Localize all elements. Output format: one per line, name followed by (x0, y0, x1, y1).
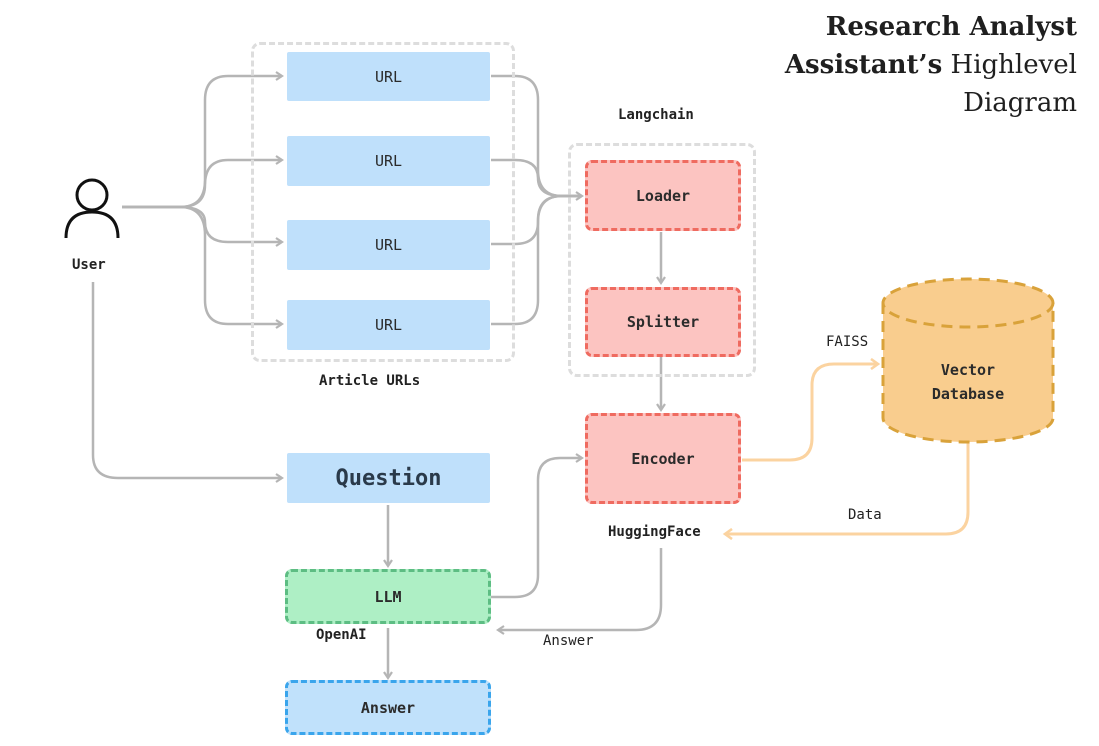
vector-database-line-2: Database (931, 385, 1005, 403)
openai-label: OpenAI (316, 627, 367, 643)
langchain-group (568, 143, 756, 377)
title-line-1: Research Analyst (825, 12, 1077, 42)
user-label: User (72, 257, 106, 273)
langchain-label: Langchain (618, 107, 694, 123)
vector-database-line-1: Vector (940, 361, 996, 379)
answer-edge-label: Answer (543, 633, 594, 649)
question-node: Question (287, 453, 490, 503)
vector-database-label: Vector Database (880, 358, 1056, 406)
edge-encoder-db (742, 364, 878, 462)
encoder-node: Encoder (585, 413, 741, 504)
edge-db-encoder-data (725, 440, 970, 534)
diagram-title: Research Analyst Assistant’s Highlevel D… (785, 8, 1077, 122)
article-urls-group (251, 42, 515, 362)
huggingface-label: HuggingFace (608, 524, 701, 540)
edge-url2-loader (491, 158, 582, 198)
edge-encoder-llm-answer (496, 548, 663, 635)
url-node-2: URL (287, 136, 490, 186)
url-node-1: URL (287, 52, 490, 101)
faiss-edge-label: FAISS (826, 334, 869, 350)
title-line-3: Diagram (963, 88, 1077, 118)
url-node-4: URL (287, 300, 490, 350)
title-line-2-rest: Highlevel (950, 50, 1077, 80)
loader-node: Loader (585, 160, 741, 231)
edge-llm-encoder (491, 453, 584, 599)
answer-node: Answer (285, 680, 491, 735)
title-line-2-bold: Assistant’s (784, 50, 943, 80)
url-node-3: URL (287, 220, 490, 270)
article-urls-label: Article URLs (319, 373, 421, 389)
edge-user-url-4 (122, 205, 284, 329)
edge-user-url-2 (122, 155, 284, 209)
edge-user-question (91, 282, 284, 483)
llm-node: LLM (285, 569, 491, 624)
splitter-node: Splitter (585, 287, 741, 357)
edge-url4-loader (491, 194, 582, 326)
data-edge-label: Data (848, 507, 882, 523)
